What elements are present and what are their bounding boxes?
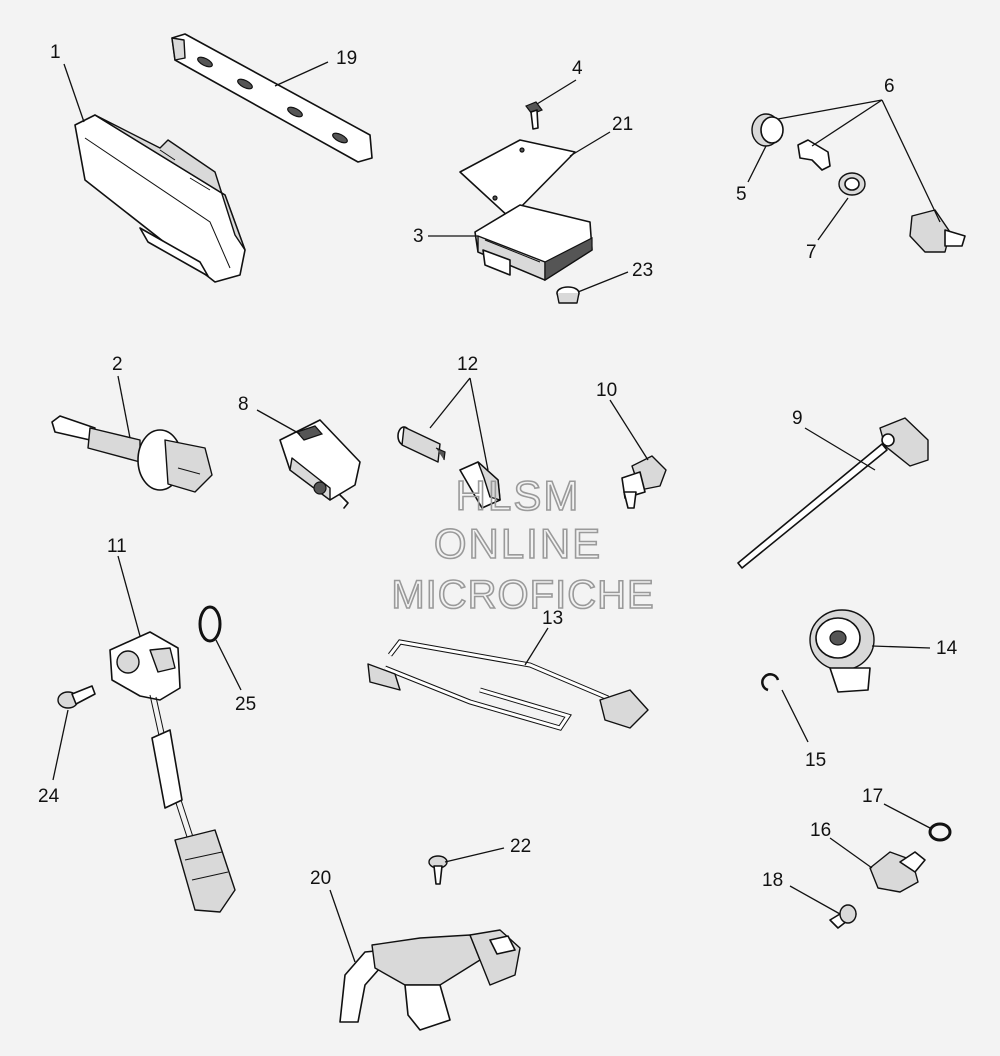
part-8-map-sensor: [279, 419, 361, 509]
callout-4: 4: [572, 58, 583, 79]
callout-9: 9: [792, 408, 803, 429]
part-7-washer: [838, 172, 866, 196]
part-19-bracket: [171, 33, 373, 163]
part-18-bolt: [829, 904, 857, 929]
part-10-temp-sensor: [621, 455, 667, 509]
leader-lines: [52, 61, 941, 963]
part-16-speed-sensor: [869, 851, 926, 893]
part-22-screw: [428, 855, 448, 885]
part-3-module: [474, 204, 593, 282]
callout-12: 12: [457, 354, 478, 375]
callout-16: 16: [810, 820, 831, 841]
part-12-sensor-a: [397, 426, 446, 463]
watermark-line-2: ONLINE: [434, 520, 602, 567]
callout-17: 17: [862, 786, 883, 807]
callout-22: 22: [510, 836, 531, 857]
callout-19: 19: [336, 48, 357, 69]
callout-25: 25: [235, 694, 256, 715]
part-24-bolt: [57, 685, 96, 709]
callout-20: 20: [310, 868, 331, 889]
part-15-clip: [761, 673, 780, 692]
part-2-sensor: [51, 415, 213, 493]
part-25-oring: [198, 605, 222, 643]
callout-24: 24: [38, 786, 60, 807]
callout-18: 18: [762, 870, 783, 891]
part-17-oring: [928, 822, 952, 842]
watermark: HLSM ONLINE MICROFICHE: [391, 471, 655, 618]
callout-13: 13: [542, 608, 563, 629]
callout-8: 8: [238, 394, 249, 415]
part-9-rod-sensor: [737, 417, 929, 569]
callout-6: 6: [884, 76, 895, 97]
callout-15: 15: [805, 750, 826, 771]
callout-10: 10: [596, 380, 617, 401]
callout-numbers: 1 19 4 21 3 23 6 5 7 2 8 12 10 9 11 25 2…: [38, 42, 958, 891]
callout-2: 2: [112, 354, 123, 375]
part-20-valve: [339, 929, 521, 1031]
watermark-line-1: HLSM: [456, 472, 581, 519]
callout-21: 21: [612, 114, 633, 135]
part-5-cap: [751, 113, 784, 147]
part-11-tps-sensor: [109, 631, 236, 913]
part-6-clip: [797, 139, 831, 171]
part-4-bolt: [525, 101, 543, 130]
part-12-sensor-b: [459, 461, 501, 509]
part-23-plug: [556, 286, 580, 304]
callout-5: 5: [736, 184, 747, 205]
watermark-line-3: MICROFICHE: [391, 573, 654, 617]
part-21-cover: [459, 139, 576, 219]
callout-14: 14: [936, 638, 958, 659]
callout-11: 11: [107, 536, 127, 557]
part-13-harness: [367, 639, 649, 731]
callout-23: 23: [632, 260, 653, 281]
callout-3: 3: [413, 226, 424, 247]
part-14-knock-sensor: [809, 609, 875, 693]
part-1-ecu-module: [74, 114, 246, 283]
callout-7: 7: [806, 242, 817, 263]
callout-1: 1: [50, 42, 61, 63]
